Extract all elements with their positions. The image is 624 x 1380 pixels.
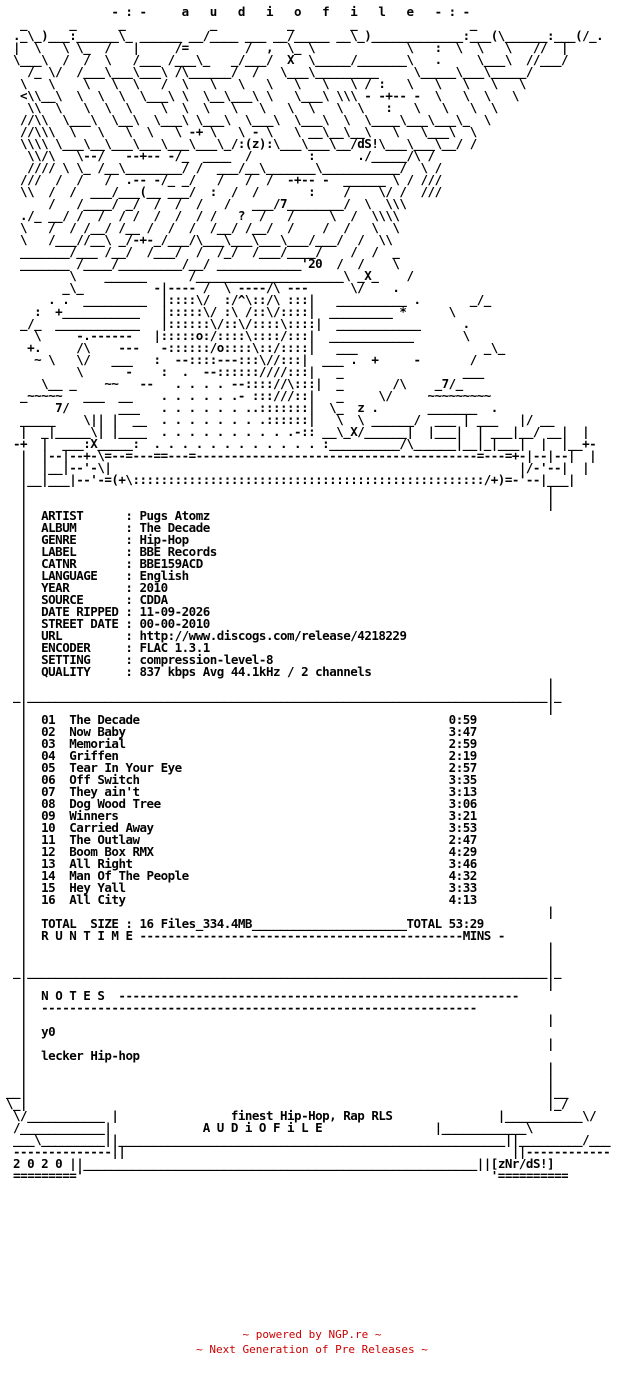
track-time: 3:33 xyxy=(448,880,478,895)
track-number: 12 xyxy=(41,844,56,859)
notes-line: y0 xyxy=(41,1024,56,1039)
track-time: 4:29 xyxy=(448,844,478,859)
url-value: http://www.discogs.com/release/4218229 xyxy=(139,628,407,643)
track-time: 2:19 xyxy=(448,748,478,763)
track-row: | 01 The Decade 0:59 xyxy=(6,712,477,727)
nfo-document: - : - a u d i o f i l e - : - _ _ _ _ _ … xyxy=(6,4,618,1183)
credits-badge: [zNr/dS!] xyxy=(490,1156,555,1171)
track-row: | 16 All City 4:13 xyxy=(6,892,477,907)
date-ripped-value: 11-09-2026 xyxy=(139,604,211,619)
track-time: 3:35 xyxy=(448,772,478,787)
track-row: | 08 Dog Wood Tree 3:06 xyxy=(6,796,477,811)
track-row: | 10 Carried Away 3:53 xyxy=(6,820,477,835)
track-row: | 12 Boom Box RMX 4:29 xyxy=(6,844,477,859)
track-number: 10 xyxy=(41,820,56,835)
album-value: The Decade xyxy=(139,520,211,535)
track-title: The Outlaw xyxy=(69,832,140,847)
group-name: A U D i O F i L E xyxy=(202,1120,323,1135)
track-row: | 04 Griffen 2:19 xyxy=(6,748,477,763)
source-value: CDDA xyxy=(139,592,169,607)
track-title: Off Switch xyxy=(69,772,140,787)
totals-section: | | | TOTAL SIZE : 16 Files_334.4MB_____… xyxy=(13,904,562,991)
runtime-label: R U N T I M E xyxy=(41,928,133,943)
track-title: Now Baby xyxy=(69,724,126,739)
genre-value: Hip-Hop xyxy=(139,532,190,547)
track-title: Memorial xyxy=(69,736,126,751)
track-number: 03 xyxy=(41,736,56,751)
track-time: 3:47 xyxy=(448,724,478,739)
street-date-value: 00-00-2010 xyxy=(139,616,211,631)
track-time: 2:57 xyxy=(448,760,478,775)
track-number: 01 xyxy=(41,712,56,727)
notes-line: lecker Hip-hop xyxy=(41,1048,140,1063)
track-title: The Decade xyxy=(69,712,140,727)
artist-value: Pugs Atomz xyxy=(139,508,211,523)
track-number: 15 xyxy=(41,880,56,895)
track-time: 3:21 xyxy=(448,808,478,823)
footer-powered-by: ~ powered by NGP.re ~ xyxy=(242,1328,382,1341)
track-number: 14 xyxy=(41,868,56,883)
footer-tagline: ~ Next Generation of Pre Releases ~ xyxy=(196,1343,428,1356)
encoder-value: FLAC 1.3.1 xyxy=(139,640,211,655)
track-title: Winners xyxy=(69,808,119,823)
release-info-box: | | | | | ARTIST : Pugs Atomz | ALBUM xyxy=(13,484,562,715)
track-row: | 11 The Outlaw 2:47 xyxy=(6,832,477,847)
track-number: 11 xyxy=(41,832,56,847)
track-row: | 06 Off Switch 3:35 xyxy=(6,772,477,787)
track-number: 08 xyxy=(41,796,56,811)
total-time-value: 53:29 xyxy=(448,916,485,931)
setting-value: compression-level-8 xyxy=(139,652,274,667)
label-value: BBE Records xyxy=(139,544,218,559)
mins-label: MINS xyxy=(462,928,492,943)
track-number: 06 xyxy=(41,772,56,787)
track-time: 3:46 xyxy=(448,856,478,871)
track-row: | 07 They ain't 3:13 xyxy=(6,784,477,799)
catnr-value: BBE159ACD xyxy=(139,556,204,571)
track-title: They ain't xyxy=(69,784,140,799)
bottom-banner: __| |__ \_| |_/ \/___________ | finest xyxy=(6,1084,611,1183)
language-value: English xyxy=(139,568,190,583)
track-number: 05 xyxy=(41,760,56,775)
track-time: 2:47 xyxy=(448,832,478,847)
track-row: | 02 Now Baby 3:47 xyxy=(6,724,477,739)
track-time: 3:06 xyxy=(448,796,478,811)
track-title: Tear In Your Eye xyxy=(69,760,182,775)
ascii-art-header: - : - a u d i o f i l e - : - _ _ _ _ _ … xyxy=(13,4,604,487)
track-number: 09 xyxy=(41,808,56,823)
track-title: Griffen xyxy=(69,748,119,763)
track-number: 04 xyxy=(41,748,56,763)
track-row: | 15 Hey Yall 3:33 xyxy=(6,880,477,895)
track-time: 3:13 xyxy=(448,784,478,799)
notes-section: | N O T E S ----------------------------… xyxy=(6,988,554,1087)
track-number: 07 xyxy=(41,784,56,799)
track-row: | 13 All Right 3:46 xyxy=(6,856,477,871)
track-time: 4:13 xyxy=(448,892,478,907)
track-row: | 14 Man Of The People 4:32 xyxy=(6,868,477,883)
track-title: All City xyxy=(69,892,126,907)
quality-value: 837 kbps Avg 44.1kHz / 2 channels xyxy=(139,664,372,679)
track-row: | 05 Tear In Your Eye 2:57 xyxy=(6,760,477,775)
track-title: Man Of The People xyxy=(69,868,189,883)
total-size-value: 16 Files_334.4MB xyxy=(139,916,253,931)
track-title: Boom Box RMX xyxy=(69,844,154,859)
notes-heading: N O T E S xyxy=(41,988,105,1003)
year-badge: 2 0 2 0 xyxy=(13,1156,63,1171)
track-time: 2:59 xyxy=(448,736,478,751)
track-time: 4:32 xyxy=(448,868,478,883)
track-title: All Right xyxy=(69,856,133,871)
track-row: | 09 Winners 3:21 xyxy=(6,808,477,823)
track-row: | 03 Memorial 2:59 xyxy=(6,736,477,751)
track-number: 02 xyxy=(41,724,56,739)
track-time: 3:53 xyxy=(448,820,478,835)
track-title: Hey Yall xyxy=(69,880,126,895)
year-value: 2010 xyxy=(139,580,169,595)
track-number: 13 xyxy=(41,856,56,871)
track-number: 16 xyxy=(41,892,56,907)
track-time: 0:59 xyxy=(448,712,478,727)
track-title: Carried Away xyxy=(69,820,154,835)
tracklist: | 01 The Decade 0:59 | 02 Now Baby 3:47 … xyxy=(6,712,618,907)
track-title: Dog Wood Tree xyxy=(69,796,161,811)
tagline-text: finest Hip-Hop, Rap RLS xyxy=(230,1108,393,1123)
